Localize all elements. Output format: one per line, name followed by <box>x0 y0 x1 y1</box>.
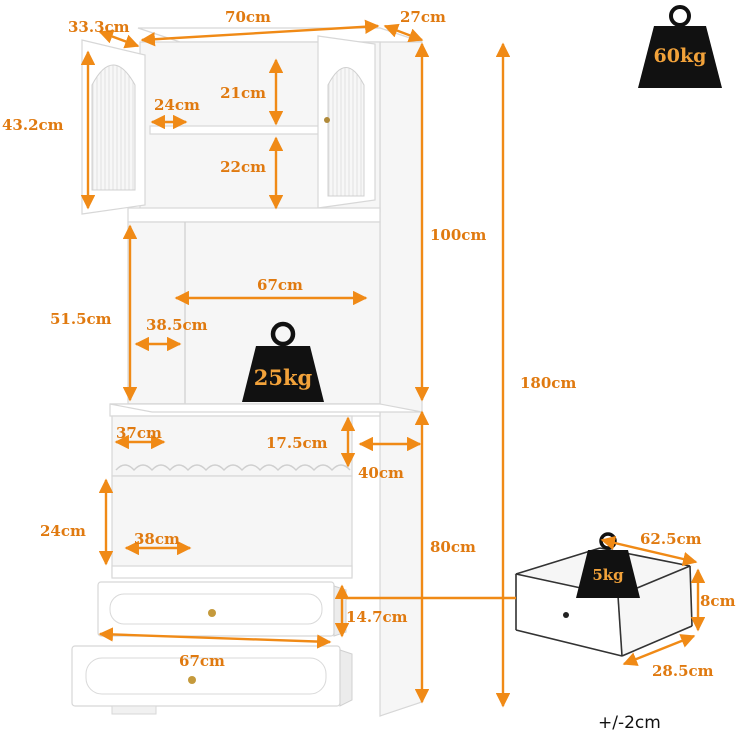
right-glass-door[interactable] <box>317 35 376 209</box>
label-middle-height: 51.5cm <box>50 310 112 328</box>
weight-icon <box>638 5 722 88</box>
drawer-knob-icon <box>208 609 216 617</box>
label-shelf-gap-upper: 21cm <box>220 84 266 102</box>
weight-icon <box>242 321 324 402</box>
label-total-height: 180cm <box>520 374 576 392</box>
label-lower-height: 80cm <box>430 538 476 556</box>
label-shelf-gap-lower: 22cm <box>220 158 266 176</box>
weight-label-drawer: 5kg <box>592 566 624 584</box>
label-depth-top: 33.3cm <box>68 18 130 36</box>
label-middle-inner-width: 67cm <box>257 276 303 294</box>
label-drawer-height: 14.7cm <box>346 608 408 626</box>
label-drawer-detail-width: 62.5cm <box>640 530 702 548</box>
label-depth-side: 27cm <box>400 8 446 26</box>
label-lower-inner-depth: 38cm <box>134 530 180 548</box>
upper-drawer[interactable] <box>97 581 347 637</box>
cabinet-top <box>137 27 423 43</box>
dimension-lines <box>80 19 706 708</box>
lower-compartment <box>111 475 353 577</box>
label-rack-height: 17.5cm <box>266 434 328 452</box>
label-lower-depth: 40cm <box>358 464 404 482</box>
lower-drawer[interactable] <box>71 645 353 707</box>
divider-shelf <box>127 207 381 223</box>
cabinet <box>71 27 423 717</box>
drawer-hole-icon <box>563 612 569 618</box>
label-drawer-width: 67cm <box>179 652 225 670</box>
label-drawer-detail-height: 8cm <box>700 592 736 610</box>
dimension-labels: 33.3cm 70cm 27cm 43.2cm 24cm 21cm 22cm 1… <box>2 8 736 680</box>
tolerance-note: +/-2cm <box>598 713 661 733</box>
label-inner-depth-upper: 24cm <box>154 96 200 114</box>
label-middle-depth: 38.5cm <box>146 316 208 334</box>
label-lower-gap: 24cm <box>40 522 86 540</box>
label-rack-depth: 37cm <box>116 424 162 442</box>
weight-label-shelf: 25kg <box>254 365 313 390</box>
left-glass-door[interactable] <box>81 39 146 215</box>
drawer-knob-icon <box>188 676 196 684</box>
label-door-height: 43.2cm <box>2 116 64 134</box>
label-width-top: 70cm <box>225 8 271 26</box>
lower-shelf <box>111 565 353 579</box>
label-drawer-detail-depth: 28.5cm <box>652 662 714 680</box>
wine-rack <box>115 464 351 472</box>
label-upper-height: 100cm <box>430 226 486 244</box>
door-knob-icon <box>324 117 330 123</box>
cabinet-foot <box>111 705 157 715</box>
weight-label-top: 60kg <box>654 45 707 67</box>
